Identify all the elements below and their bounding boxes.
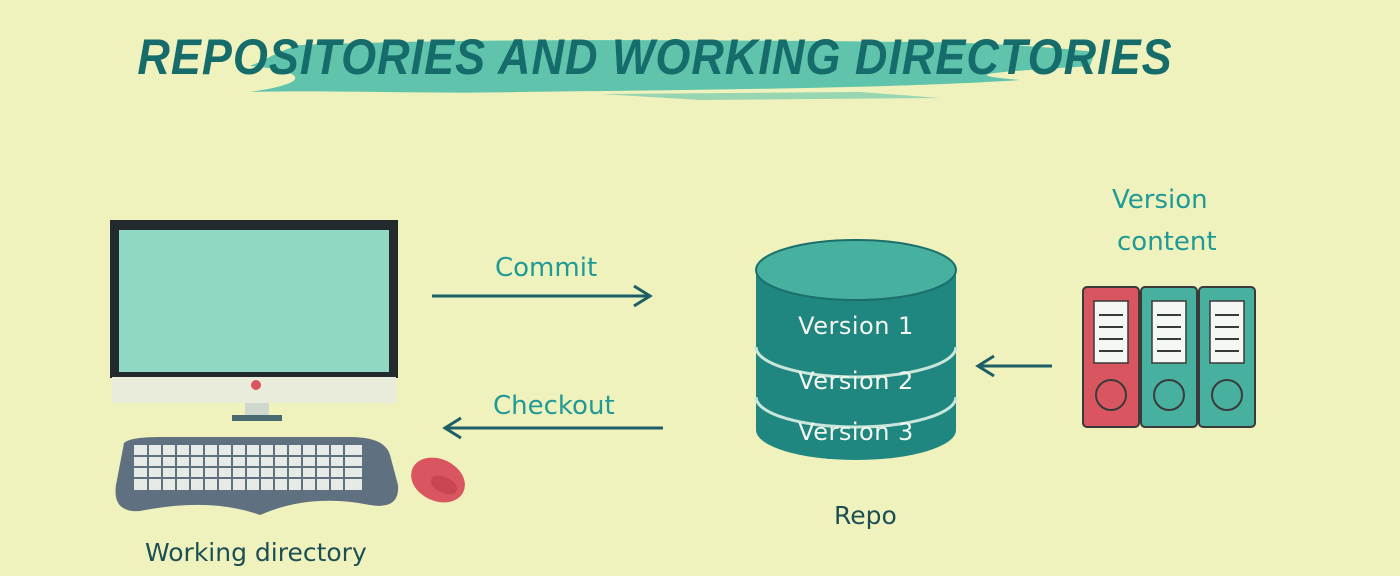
binder-red bbox=[1082, 286, 1140, 428]
repo-label: Repo bbox=[834, 501, 897, 530]
checkout-label: Checkout bbox=[493, 391, 615, 421]
mouse bbox=[411, 457, 465, 503]
working-directory-label: Working directory bbox=[145, 538, 367, 567]
version-content-label-line1: Version bbox=[1112, 185, 1208, 215]
version-content-label-line2: content bbox=[1117, 227, 1217, 257]
commit-arrow bbox=[432, 284, 653, 308]
repo-version-3: Version 3 bbox=[798, 418, 914, 446]
binder-teal-1 bbox=[1140, 286, 1198, 428]
page-title: REPOSITORIES AND WORKING DIRECTORIES bbox=[137, 27, 1173, 86]
content-to-repo-arrow bbox=[975, 354, 1052, 378]
repo-version-1: Version 1 bbox=[798, 312, 914, 340]
repo-database-icon bbox=[754, 239, 958, 460]
commit-label: Commit bbox=[495, 253, 598, 283]
monitor bbox=[110, 220, 398, 421]
keyboard bbox=[115, 437, 399, 515]
computer-illustration bbox=[110, 220, 465, 515]
binder-teal-2 bbox=[1198, 286, 1256, 428]
repo-version-2: Version 2 bbox=[798, 367, 914, 395]
binders-icon bbox=[1082, 286, 1256, 428]
checkout-arrow bbox=[442, 416, 663, 440]
